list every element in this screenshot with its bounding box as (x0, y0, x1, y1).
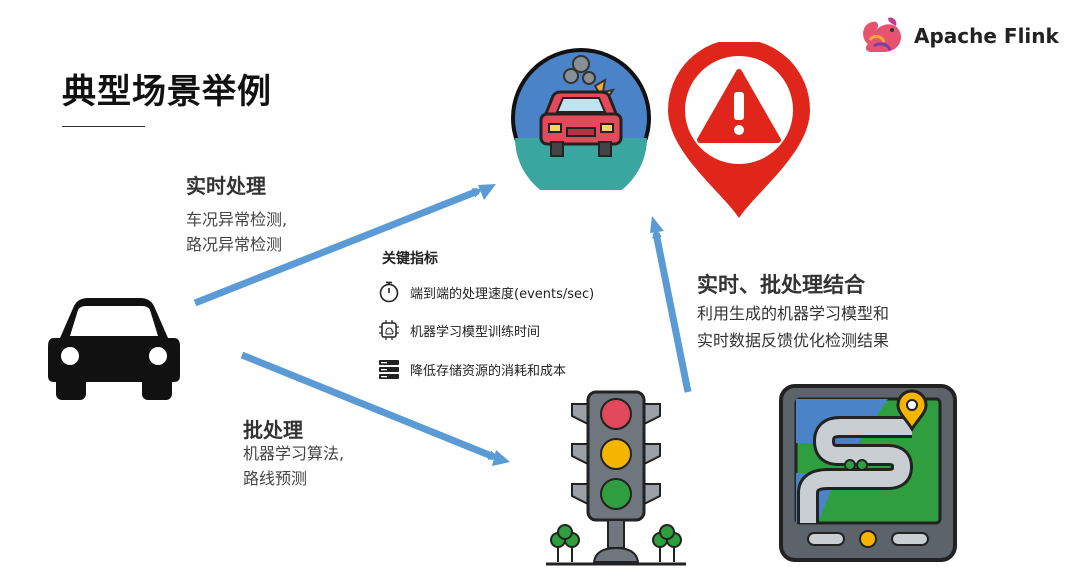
key-metric-label: 机器学习模型训练时间 (410, 324, 541, 340)
realtime-heading: 实时处理 (186, 174, 266, 198)
realtime-line: 车况异常检测, (186, 210, 288, 229)
traffic-light-icon (546, 390, 686, 566)
brand-name: Apache Flink (914, 24, 1059, 48)
car-crash-icon (511, 48, 651, 190)
realtime-line: 路况异常检测 (186, 235, 283, 254)
car-icon (48, 298, 180, 400)
batch-line: 路线预测 (243, 469, 308, 488)
key-metric-label: 降低存储资源的消耗和成本 (410, 363, 567, 379)
stopwatch-icon (379, 281, 399, 303)
gps-navigator-icon (779, 384, 957, 562)
batch-line: 机器学习算法, (243, 444, 345, 463)
combined-heading: 实时、批处理结合 (697, 273, 865, 297)
batch-heading: 批处理 (243, 418, 303, 442)
realtime-description: 车况异常检测, 路况异常检测 (186, 207, 287, 257)
key-metric-item: 降低存储资源的消耗和成本 (378, 358, 566, 380)
alert-pin-icon (668, 42, 810, 218)
key-metrics-heading: 关键指标 (382, 251, 438, 267)
squirrel-logo-icon (863, 17, 902, 52)
batch-description: 机器学习算法, 路线预测 (243, 441, 344, 491)
chip-icon (379, 320, 399, 340)
brand: Apache Flink (858, 14, 1059, 58)
key-metric-item: 机器学习模型训练时间 (378, 319, 540, 341)
arrow-car-to-traffic (240, 351, 499, 461)
arrow-nav-to-crash (652, 228, 692, 393)
combined-line: 实时数据反馈优化检测结果 (697, 331, 890, 350)
combined-line: 利用生成的机器学习模型和 (697, 304, 890, 323)
key-metric-label: 端到端的处理速度(events/sec) (410, 286, 595, 302)
key-metric-item: 端到端的处理速度(events/sec) (378, 281, 594, 303)
server-icon (379, 360, 399, 379)
arrow-car-to-crash (193, 187, 483, 307)
title-underline (62, 126, 145, 127)
page-title: 典型场景举例 (62, 72, 272, 112)
combined-description: 利用生成的机器学习模型和 实时数据反馈优化检测结果 (697, 300, 889, 354)
